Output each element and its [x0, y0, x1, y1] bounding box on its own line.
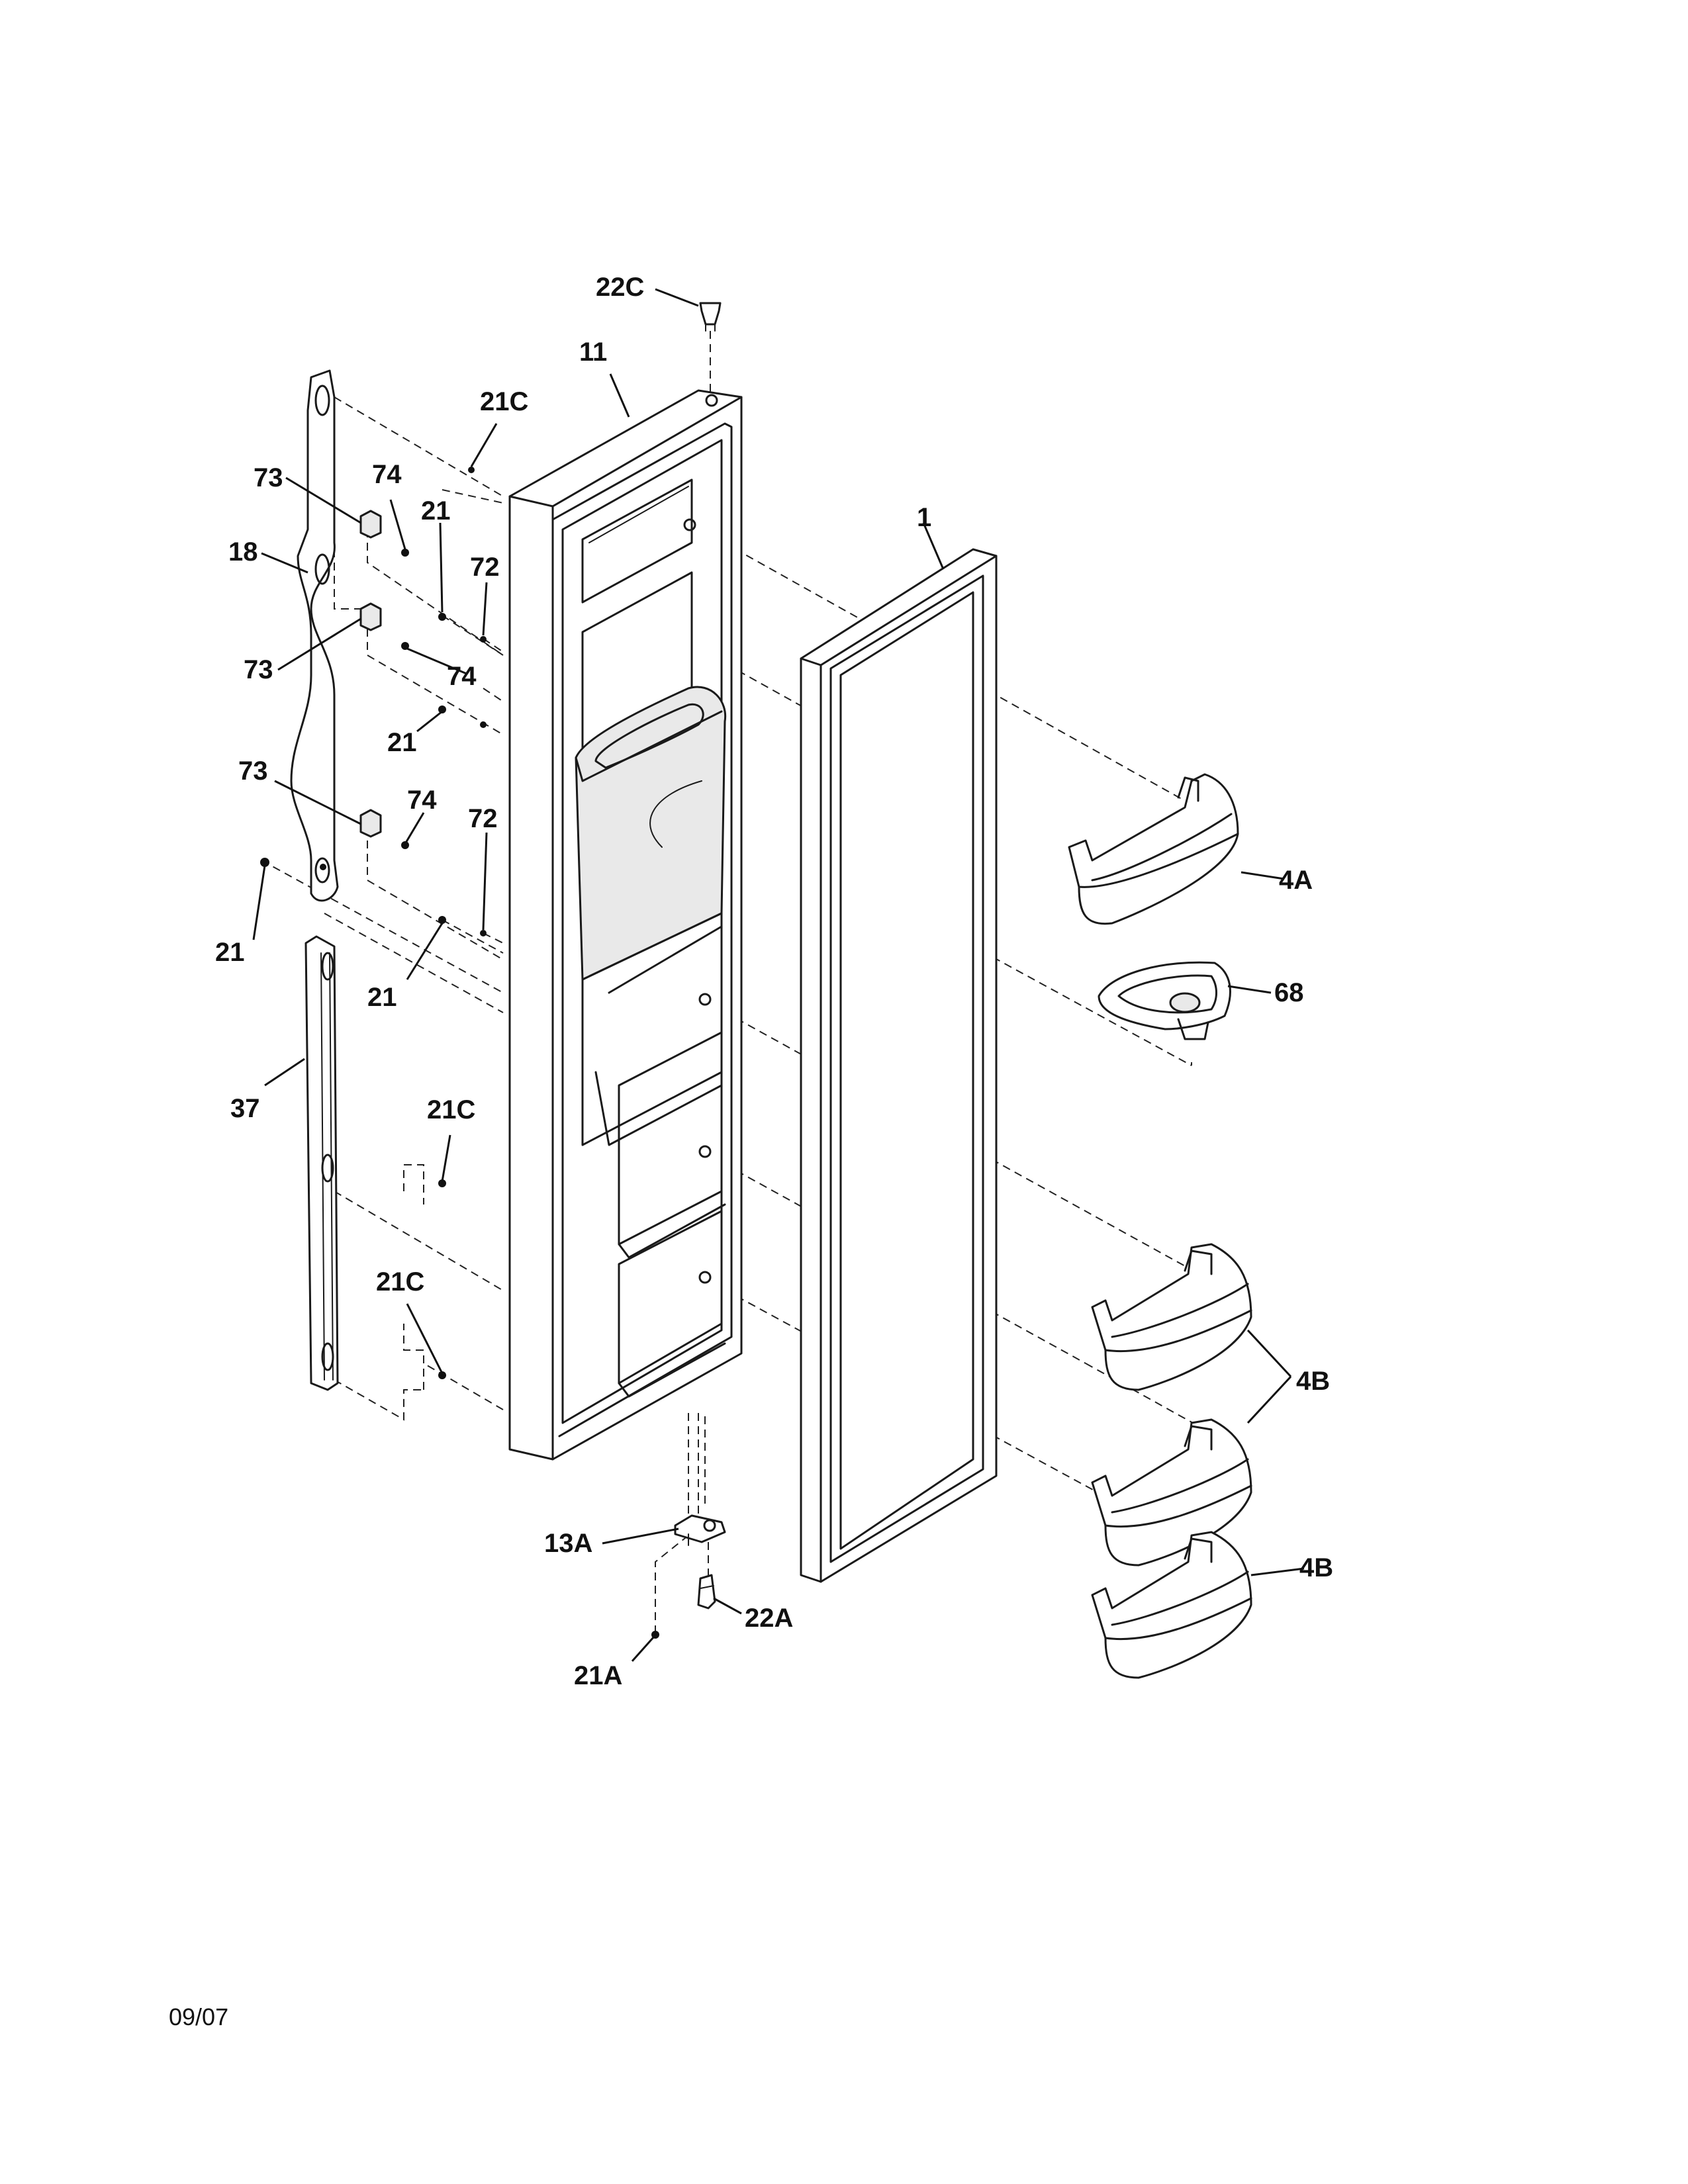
callout-1: 1 — [917, 503, 931, 532]
door-gasket-1 — [800, 548, 998, 1583]
callout-4B-a: 4B — [1296, 1367, 1330, 1396]
callout-73-b: 73 — [244, 655, 273, 684]
callout-21C-low: 21C — [376, 1267, 424, 1297]
callout-74-c: 74 — [407, 786, 437, 815]
callout-4B-b: 4B — [1299, 1553, 1333, 1582]
hinge-clips-73 — [359, 510, 382, 838]
callout-13A: 13A — [544, 1529, 592, 1558]
screws — [260, 467, 659, 1639]
callout-18: 18 — [228, 537, 258, 567]
assembly-lines — [261, 331, 1239, 1635]
callout-21-d: 21 — [367, 983, 397, 1012]
door-bin-4B-bottom — [1091, 1531, 1252, 1679]
callout-73-a: 73 — [254, 463, 283, 492]
door-bin-4A — [1068, 773, 1239, 925]
hinge-13A — [674, 1514, 726, 1546]
callout-73-c: 73 — [238, 756, 268, 786]
callout-74-b: 74 — [447, 662, 477, 691]
date-code: 09/07 — [169, 2003, 228, 2030]
hinge-pin-22A — [697, 1574, 716, 1610]
callout-21-a: 21 — [421, 496, 451, 525]
door-bin-4B-middle — [1091, 1418, 1252, 1567]
bushing-22C — [699, 302, 722, 332]
callout-11: 11 — [579, 338, 607, 367]
top-hinge-trim-18 — [290, 369, 339, 902]
door-bin-4B-top — [1091, 1243, 1252, 1391]
callout-4A: 4A — [1279, 866, 1313, 895]
callout-21-b: 21 — [387, 728, 417, 757]
leader-lines — [252, 288, 1305, 1662]
callout-21A: 21A — [574, 1661, 622, 1690]
callout-72-b: 72 — [468, 804, 498, 833]
callout-68: 68 — [1274, 978, 1304, 1007]
callout-74-a: 74 — [372, 460, 402, 489]
callout-21C-mid: 21C — [427, 1095, 475, 1124]
callout-21-c: 21 — [215, 938, 245, 967]
ice-chute-68 — [1098, 961, 1231, 1040]
lower-trim-37 — [305, 935, 339, 1391]
callout-37: 37 — [230, 1094, 260, 1123]
callout-labels: 22C 11 21C 73 74 21 72 18 1 73 74 21 73 … — [169, 273, 1333, 2030]
callout-22C: 22C — [596, 273, 644, 302]
freezer-door-11 — [508, 389, 743, 1461]
callout-72-a: 72 — [470, 553, 500, 582]
callout-21C-top: 21C — [480, 387, 528, 416]
callout-22A: 22A — [745, 1604, 793, 1633]
